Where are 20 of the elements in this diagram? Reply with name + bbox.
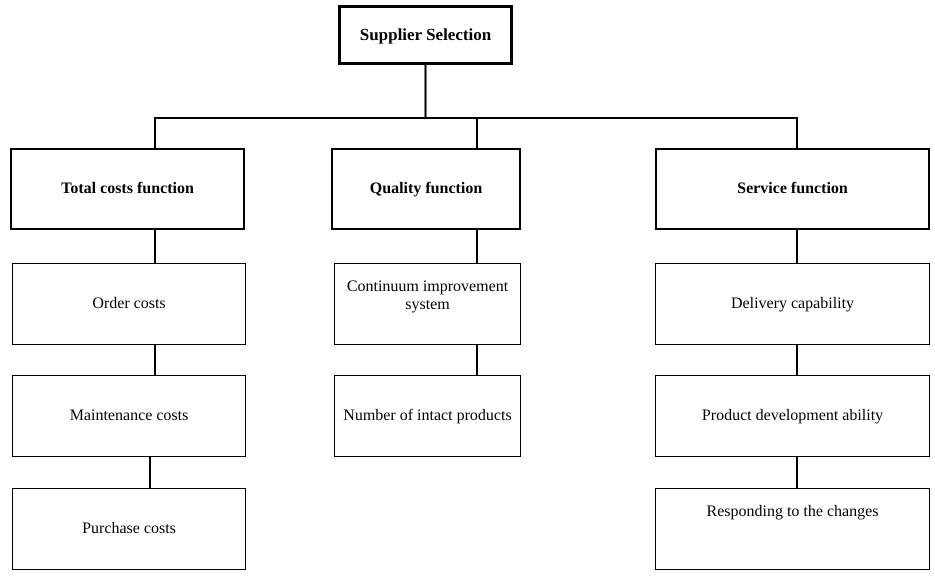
- root-box: Supplier Selection: [338, 5, 513, 65]
- criterion-box: Purchase costs: [12, 488, 246, 570]
- criterion-box: Product development ability: [655, 375, 930, 457]
- criterion-box: Delivery capability: [655, 263, 930, 345]
- category-box: Total costs function: [10, 148, 245, 230]
- connector-line: [796, 345, 798, 375]
- criterion-box: Continuum improvement system: [334, 263, 521, 345]
- criterion-box: Number of intact products: [334, 375, 521, 457]
- connector-line: [149, 457, 151, 488]
- connector-line: [796, 457, 798, 488]
- category-box: Service function: [655, 148, 930, 230]
- criterion-box: Order costs: [12, 263, 246, 345]
- connector-line: [476, 345, 478, 375]
- connector-line: [796, 230, 798, 263]
- criterion-box: Maintenance costs: [12, 375, 246, 457]
- connector-line: [154, 230, 156, 263]
- connector-line: [154, 345, 156, 375]
- connector-line: [476, 230, 478, 263]
- criterion-box: Responding to the changes: [655, 488, 930, 570]
- category-box: Quality function: [331, 148, 521, 230]
